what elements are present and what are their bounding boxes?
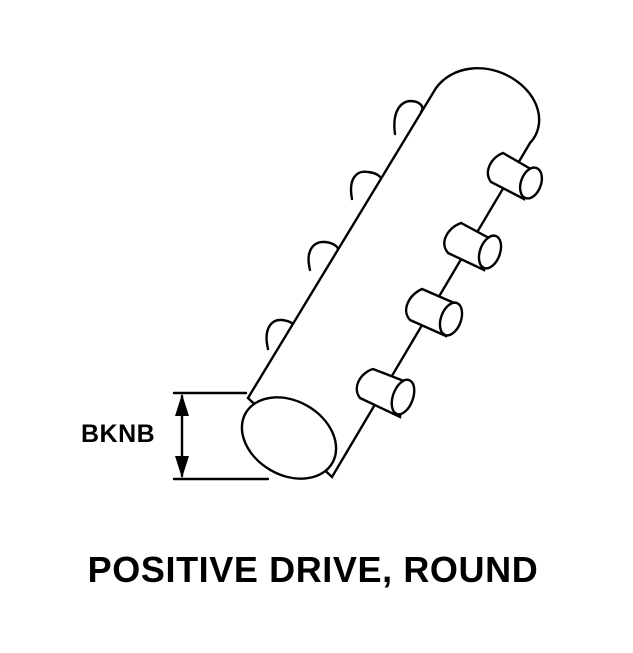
arrowhead-down-icon: [175, 456, 189, 478]
dimension-indicator: [172, 391, 270, 481]
peg: [443, 221, 503, 272]
arrowhead-up-icon: [175, 394, 189, 416]
diagram-caption: POSITIVE DRIVE, ROUND: [87, 549, 539, 590]
peg: [486, 151, 544, 201]
dimension-label: BKNB: [81, 420, 156, 448]
shaft-body: [246, 67, 541, 479]
right-side-pegs: [355, 151, 544, 419]
peg: [405, 287, 464, 338]
left-bump: [393, 99, 424, 136]
peg: [355, 367, 416, 419]
shaft-end-face: [240, 396, 338, 480]
